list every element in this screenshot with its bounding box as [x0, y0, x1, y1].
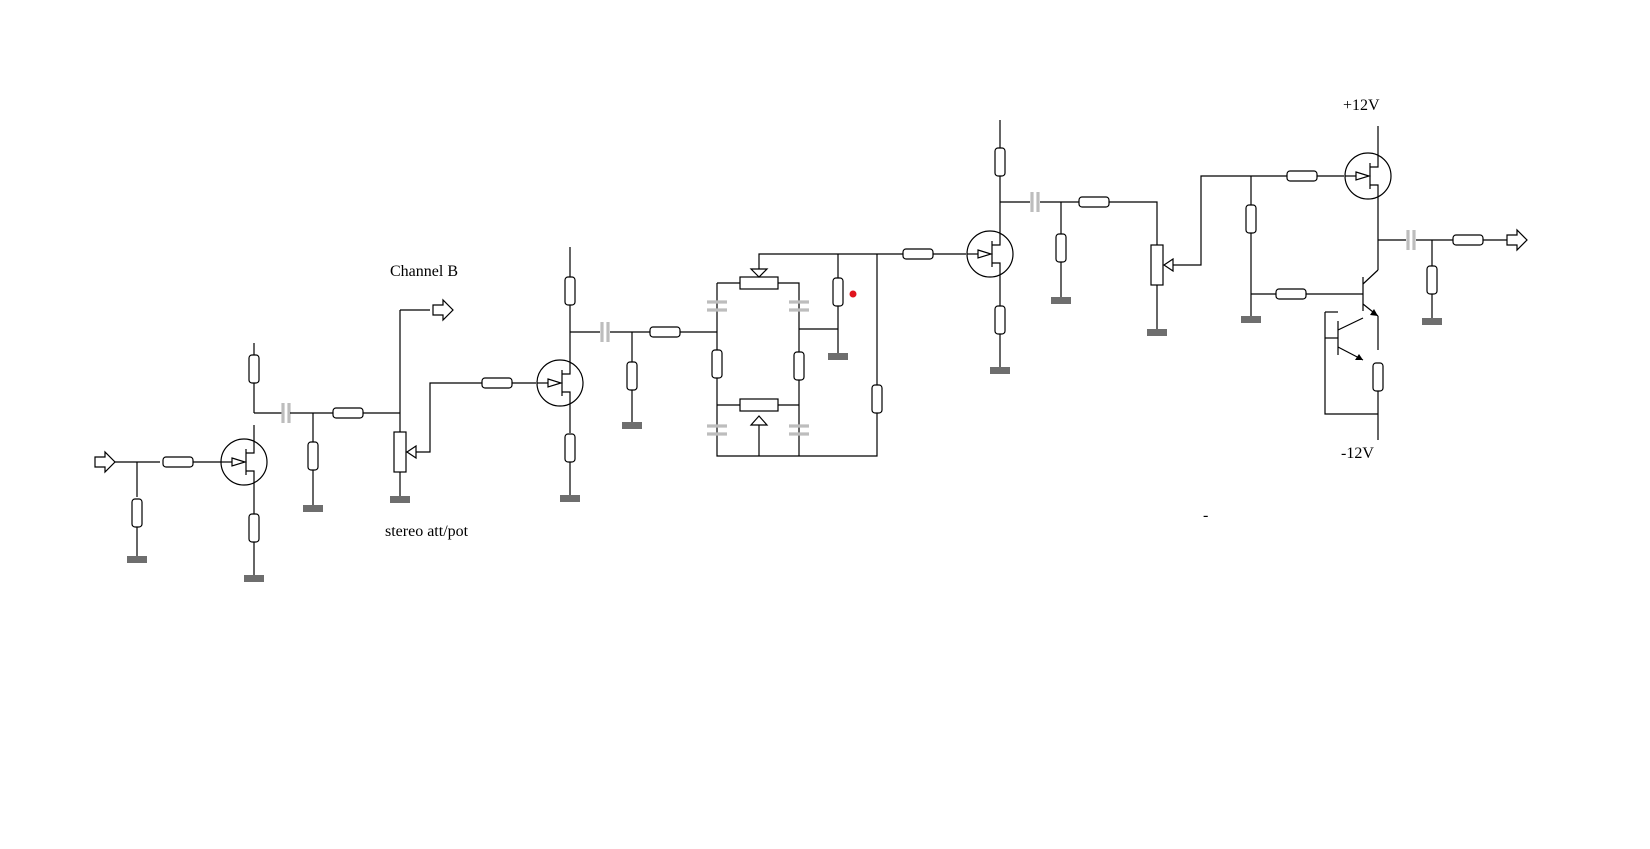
ground-symbol	[1422, 318, 1442, 325]
resistor	[649, 326, 681, 338]
wire	[758, 253, 877, 269]
resistor	[1372, 362, 1384, 392]
resistor	[1078, 196, 1110, 208]
ground-symbol	[990, 367, 1010, 374]
resistor	[994, 147, 1006, 177]
resistor	[1275, 288, 1307, 300]
pot-wiper-arrow-icon	[749, 415, 769, 426]
resistor	[131, 498, 143, 528]
potentiometer	[1150, 244, 1164, 286]
jfet-drain	[246, 439, 255, 454]
signal-arrow-icon	[1506, 228, 1528, 252]
resistor	[1452, 234, 1484, 246]
stray-mark: -	[1203, 507, 1208, 524]
jfet-gate-arrow-icon	[977, 249, 994, 259]
jfet-source	[246, 470, 255, 485]
resistor	[871, 384, 883, 414]
resistor	[332, 407, 364, 419]
wire	[424, 382, 482, 453]
resistor	[1426, 265, 1438, 295]
resistor	[626, 361, 638, 391]
schematic-drawing	[94, 120, 1528, 582]
ground-symbol	[127, 556, 147, 563]
resistor	[1286, 170, 1318, 182]
resistor	[832, 277, 844, 307]
ground-symbol	[622, 422, 642, 429]
jfet-drain	[992, 231, 1001, 246]
ground-symbol	[828, 353, 848, 360]
ground-symbol	[1241, 316, 1261, 323]
potentiometer	[739, 276, 779, 290]
resistor	[902, 248, 934, 260]
jfet-gate-arrow-icon	[1355, 171, 1372, 181]
resistor	[994, 305, 1006, 335]
ground-symbol	[244, 575, 264, 582]
pot-wiper-arrow-icon	[749, 268, 769, 278]
wiper-arrow-icon	[405, 444, 417, 460]
wire	[1173, 175, 1287, 266]
resistor	[1055, 233, 1067, 263]
resistor	[1245, 204, 1257, 234]
supply-neg-label: -12V	[1341, 445, 1374, 462]
channel-b-label: Channel B	[390, 263, 458, 280]
resistor	[162, 456, 194, 468]
wire	[1109, 201, 1158, 245]
resistor	[711, 349, 723, 379]
ground-symbol	[390, 496, 410, 503]
ground-symbol	[1051, 297, 1071, 304]
signal-arrow-icon	[432, 298, 454, 322]
wire	[778, 282, 800, 456]
resistor	[564, 276, 576, 306]
resistor	[793, 351, 805, 381]
red-dot-marker	[849, 290, 857, 298]
wire	[1324, 312, 1378, 415]
bjt-emitter-arrow-icon	[1355, 354, 1363, 360]
jfet-drain	[562, 360, 571, 375]
ground-symbol	[303, 505, 323, 512]
jfet-drain	[1370, 153, 1379, 168]
resistor	[248, 354, 260, 384]
supply-pos-label: +12V	[1343, 97, 1380, 114]
bjt-emitter-arrow-icon	[1370, 309, 1378, 316]
signal-arrow-icon	[94, 450, 116, 474]
resistor	[307, 441, 319, 471]
wire	[1362, 269, 1379, 285]
resistor	[564, 433, 576, 463]
stereo-att-pot-label: stereo att/pot	[385, 523, 469, 540]
ground-symbol	[1147, 329, 1167, 336]
ground-symbol	[560, 495, 580, 502]
jfet-source	[562, 391, 571, 406]
jfet-gate-arrow-icon	[231, 457, 248, 467]
resistor	[248, 513, 260, 543]
potentiometer	[393, 431, 407, 473]
jfet-gate-arrow-icon	[547, 378, 564, 388]
wiper-arrow-icon	[1162, 257, 1174, 273]
potentiometer	[739, 398, 779, 412]
resistor	[481, 377, 513, 389]
jfet-source	[1370, 184, 1379, 199]
jfet-source	[992, 262, 1001, 277]
wire	[1337, 317, 1364, 331]
